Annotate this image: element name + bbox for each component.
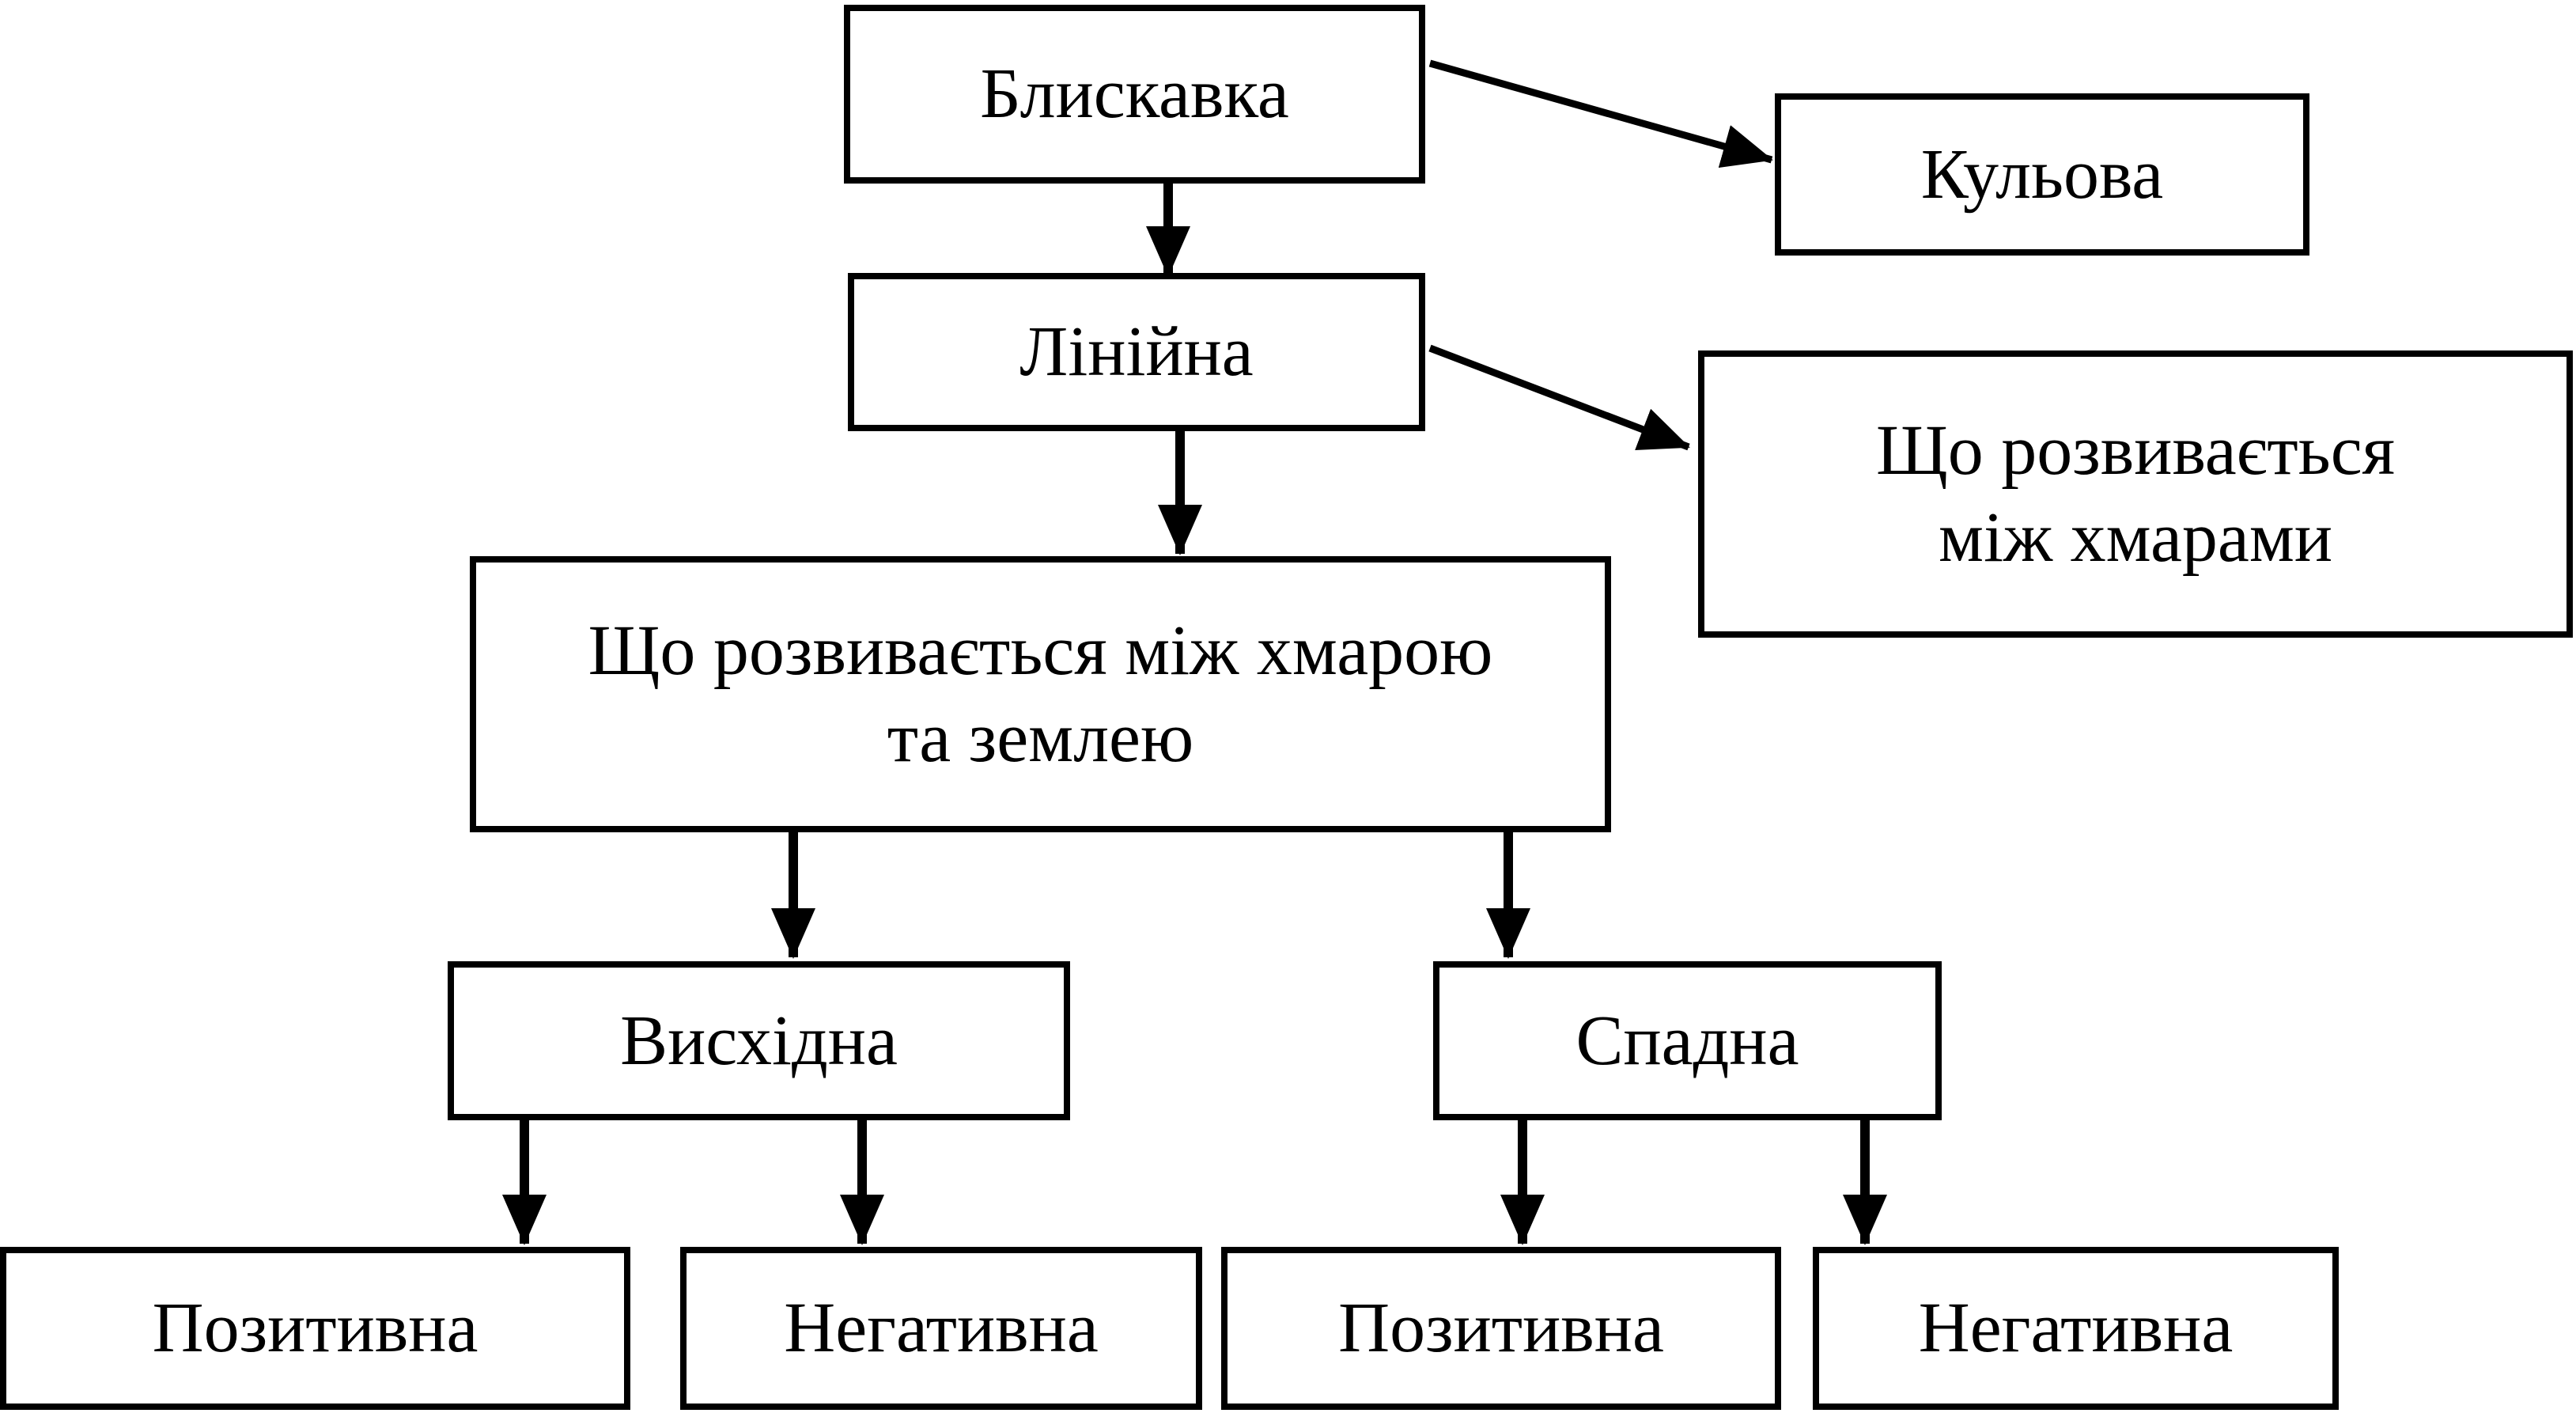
node-ascending-negative-label: Негативна xyxy=(784,1289,1099,1368)
node-cloud-ground-line1: Що розвивається між хмарою xyxy=(588,611,1493,690)
node-ascending-positive: Позитивна xyxy=(0,1247,630,1410)
node-cloud-ground: Що розвивається між хмарою та землею xyxy=(470,556,1611,832)
node-descending-negative: Негативна xyxy=(1813,1247,2339,1410)
node-ascending: Висхідна xyxy=(448,961,1070,1120)
node-ascending-positive-label: Позитивна xyxy=(152,1289,479,1368)
node-between-clouds-line1: Що розвивається xyxy=(1875,411,2396,490)
node-descending-positive: Позитивна xyxy=(1221,1247,1781,1410)
node-descending-label: Спадна xyxy=(1575,1001,1799,1080)
node-ball-lightning-label: Кульова xyxy=(1920,134,2164,214)
node-descending-positive-label: Позитивна xyxy=(1338,1289,1664,1368)
node-linear-lightning: Лінійна xyxy=(848,273,1425,431)
node-ball-lightning: Кульова xyxy=(1775,93,2309,256)
arrow-linear-to-between-clouds xyxy=(1428,344,1690,451)
node-descending-negative-label: Негативна xyxy=(1918,1289,2234,1368)
node-descending: Спадна xyxy=(1433,961,1942,1120)
node-between-clouds: Що розвивається між хмарами xyxy=(1698,350,2573,638)
arrow-lightning-to-ball xyxy=(1428,59,1773,169)
node-lightning-label: Блискавка xyxy=(980,55,1289,134)
node-ascending-negative: Негативна xyxy=(680,1247,1202,1410)
node-linear-lightning-label: Лінійна xyxy=(1019,313,1254,392)
node-lightning: Блискавка xyxy=(844,5,1425,184)
node-cloud-ground-line2: та землею xyxy=(887,698,1194,777)
node-between-clouds-line2: між хмарами xyxy=(1939,498,2332,577)
node-ascending-label: Висхідна xyxy=(620,1001,898,1080)
